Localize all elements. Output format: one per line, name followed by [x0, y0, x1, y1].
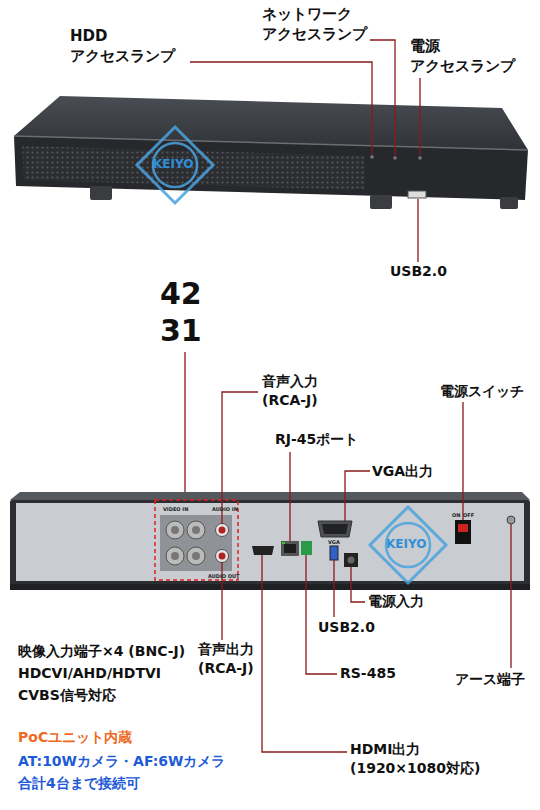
watermark-diamond	[370, 507, 446, 583]
device-bottom	[10, 584, 530, 590]
device-foot	[90, 186, 112, 200]
part-label: HDMI出力 (1920×1080対応)	[350, 740, 498, 778]
rca-connector	[216, 524, 229, 537]
bnc-connector	[166, 521, 184, 539]
part-label: HDD アクセスランプ	[70, 26, 188, 67]
watermark-circle	[386, 523, 430, 567]
power-led	[418, 156, 422, 160]
vga-port	[322, 524, 348, 534]
edge-highlight	[14, 136, 528, 150]
leader-lines	[222, 392, 511, 752]
network-led	[393, 156, 397, 160]
part-label: RJ-45ポート	[275, 430, 358, 449]
leader-line	[184, 352, 185, 500]
panel-marking: AUDIO IN	[212, 506, 238, 513]
rear-panel	[16, 503, 524, 581]
leader-line	[345, 471, 370, 521]
watermark-mark	[137, 127, 213, 203]
highlight-frame	[155, 500, 238, 580]
leader-line	[351, 567, 365, 602]
part-label: 電源入力	[368, 592, 424, 611]
vga-port	[318, 521, 352, 537]
rca-connector	[216, 550, 229, 563]
rca-connectors	[216, 524, 229, 563]
part-label: 音声入力 (RCA-J)	[262, 372, 350, 410]
front-panel	[14, 136, 528, 200]
earth-terminal	[507, 516, 515, 524]
spec-note: PoCユニット内蔵	[18, 728, 132, 747]
part-label: ネットワーク アクセスランプ	[262, 4, 380, 45]
rca-connector	[219, 527, 226, 534]
hdd-led	[370, 155, 374, 159]
bnc-connector	[166, 547, 184, 565]
bnc-connector	[187, 547, 205, 565]
callout-number: 42	[160, 274, 202, 315]
leader-line	[190, 62, 372, 155]
part-label: 電源スイッチ	[440, 382, 524, 401]
io-plate	[160, 515, 232, 571]
rj45-port	[284, 544, 296, 553]
usb-port	[330, 546, 338, 560]
device-top	[10, 492, 530, 500]
bnc-connector	[192, 526, 200, 534]
power-switch	[458, 524, 468, 532]
part-label: 電源 アクセスランプ	[410, 36, 528, 77]
panel-marking: VGA	[328, 539, 340, 546]
dc-jack	[348, 557, 355, 564]
rear-body	[10, 500, 530, 588]
bnc-connector	[171, 552, 179, 560]
leader-line	[289, 452, 290, 541]
leader-line	[510, 524, 511, 668]
watermark-circle	[153, 143, 197, 187]
device-foot	[370, 195, 392, 209]
panel-marking: AUDIO OUT	[208, 573, 240, 580]
callout-number: 31	[160, 311, 202, 352]
leader-line	[370, 40, 395, 155]
device-foot	[500, 197, 518, 209]
bnc-connector	[192, 552, 200, 560]
panel-marking: ON	[452, 512, 460, 519]
leader-line	[262, 555, 347, 752]
spec-note: AT:10Wカメラ・AF:6Wカメラ 合計4台まで接続可	[18, 750, 246, 794]
leader-line	[419, 78, 420, 155]
dc-jack	[344, 553, 358, 567]
watermark-diamond	[137, 127, 213, 203]
rj45-port	[281, 541, 299, 556]
leader-lines	[185, 40, 420, 500]
watermark: KEIYO	[386, 536, 426, 552]
watermark-mark	[370, 507, 446, 583]
panel-marking: OFF	[463, 512, 474, 519]
leader-line	[417, 199, 418, 262]
part-label: アース端子	[455, 670, 525, 689]
leader-line	[306, 555, 337, 674]
usb-port	[408, 191, 426, 198]
bnc-connectors	[166, 521, 205, 565]
panel-marking: VIDEO IN	[163, 506, 188, 513]
hdmi-port	[252, 546, 274, 555]
leader-line	[222, 392, 258, 524]
spec-note: 映像入力端子×4 (BNC-J) HDCVI/AHD/HDTVI CVBS信号対…	[18, 640, 190, 706]
part-label: USB2.0	[318, 618, 375, 637]
part-label: RS-485	[340, 664, 396, 683]
rca-connector	[219, 553, 226, 560]
power-switch	[455, 520, 471, 544]
bnc-connector	[171, 526, 179, 534]
part-label: USB2.0	[390, 262, 447, 281]
part-label: VGA出力	[372, 462, 433, 481]
rj45-led	[282, 542, 285, 544]
bnc-connector	[187, 521, 205, 539]
leader-line	[333, 560, 334, 617]
rs485-terminal	[301, 541, 312, 555]
part-label: 音声出力 (RCA-J)	[198, 640, 286, 678]
watermark: KEIYO	[153, 156, 193, 172]
leader-line	[462, 402, 463, 520]
